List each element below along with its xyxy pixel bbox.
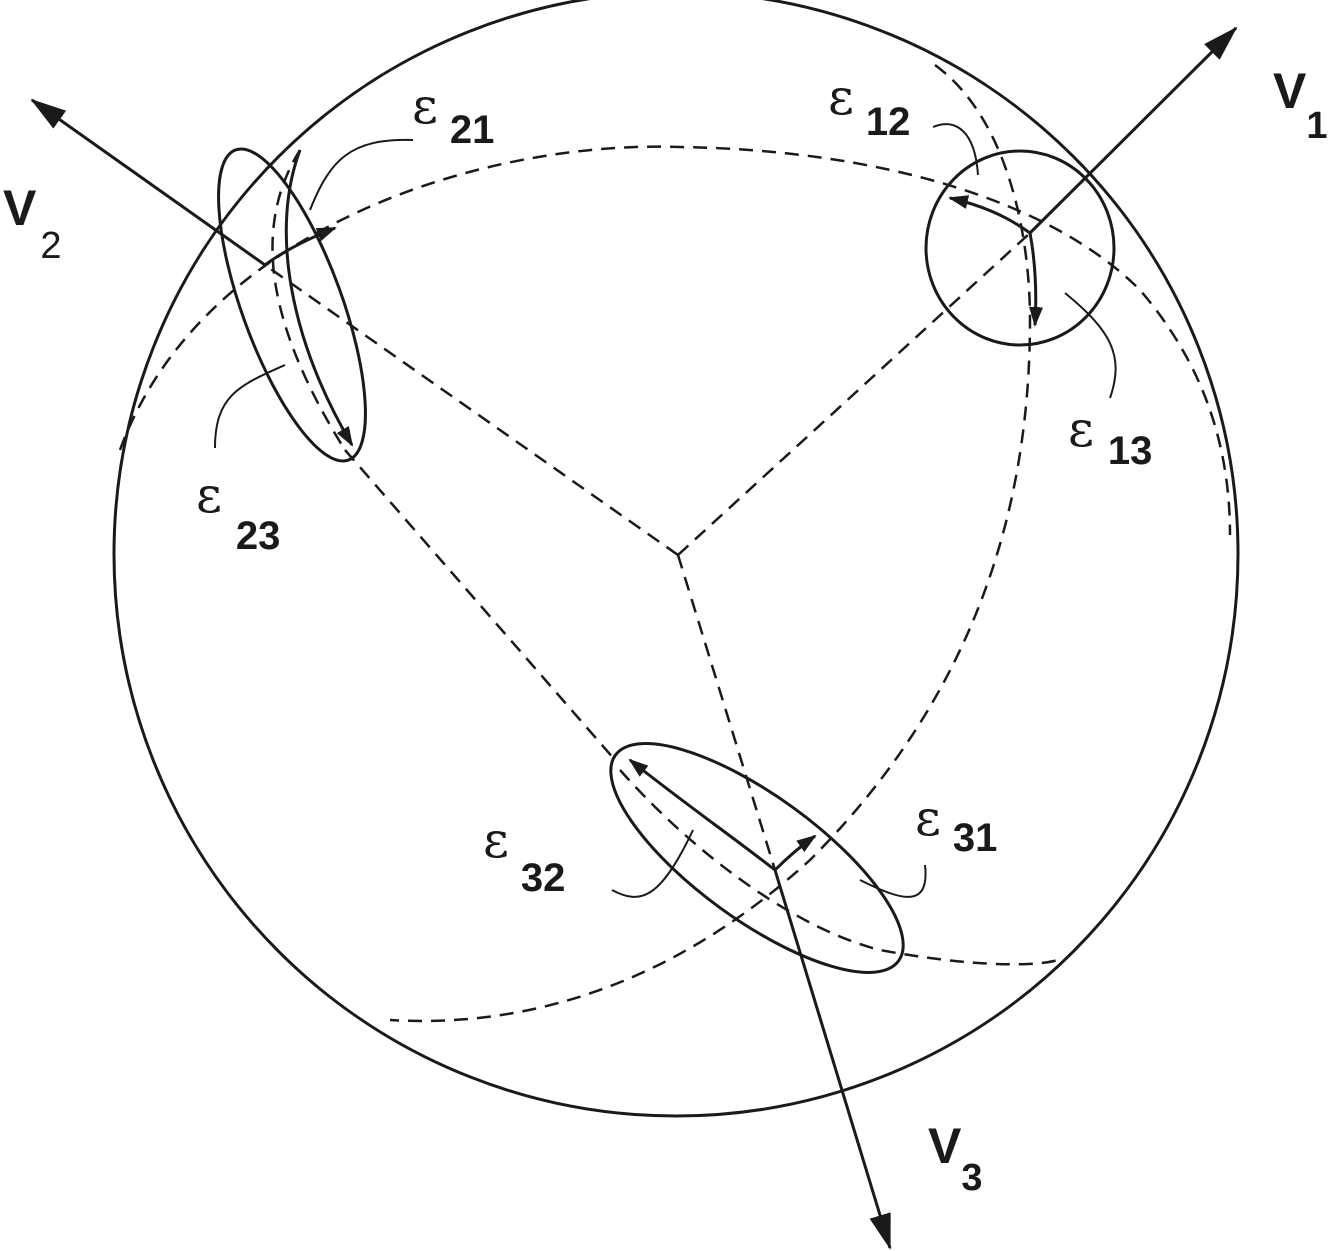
- outer-sphere: [112, 0, 1240, 1118]
- axis-arrow-v2: [30, 98, 266, 267]
- error-arrow-e12: [948, 195, 1031, 235]
- leader-e21: [309, 138, 414, 211]
- leader-e32: [611, 829, 694, 898]
- error-arrow-e31: [773, 834, 817, 872]
- label-v1: V1: [1273, 63, 1328, 147]
- leader-e31: [859, 864, 927, 898]
- dashed-radius-v1: [677, 232, 1031, 556]
- leader-e12: [932, 123, 979, 176]
- leader-e13: [1064, 292, 1117, 399]
- error-arrow-e21: [264, 226, 337, 267]
- error-ellipse-v2: [217, 147, 367, 463]
- error-arrow-e32: [628, 758, 776, 872]
- error-ellipse-v3: [609, 742, 905, 974]
- label-v2: V2: [3, 180, 62, 267]
- leader-e23: [214, 364, 286, 449]
- error-arrow-e23: [284, 149, 354, 447]
- label-v3: V3: [928, 1118, 983, 1199]
- label-e23: ε23: [196, 466, 280, 558]
- error-arrow-e13: [1028, 232, 1044, 327]
- label-e32: ε32: [483, 811, 565, 900]
- error-circle-v1: [924, 149, 1116, 347]
- dashed-line-v2-v3: [344, 449, 616, 761]
- axis-arrow-v3: [773, 869, 892, 1250]
- dashed-arc-right: [389, 63, 1032, 1023]
- dashed-arc-bottom: [619, 769, 1059, 966]
- axis-arrow-v1: [1028, 26, 1238, 235]
- dashed-radius-v3: [676, 554, 777, 871]
- dashed-radius-v2: [264, 263, 679, 557]
